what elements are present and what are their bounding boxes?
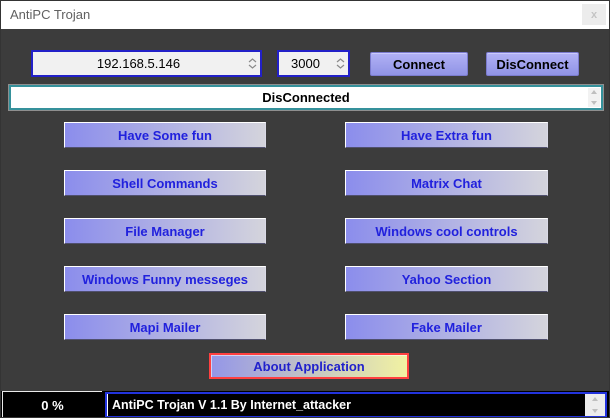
port-input[interactable]	[279, 52, 332, 75]
version-info-text: AntiPC Trojan V 1.1 By Internet_attacker	[112, 398, 351, 412]
chevron-down-icon[interactable]	[248, 64, 257, 69]
button-windows-funny-messeges[interactable]: Windows Funny messeges	[64, 266, 266, 292]
button-mapi-mailer[interactable]: Mapi Mailer	[64, 314, 266, 340]
port-field[interactable]	[277, 50, 350, 77]
scroll-up-icon[interactable]	[592, 397, 598, 401]
button-windows-cool-controls[interactable]: Windows cool controls	[345, 218, 548, 244]
ip-spinner[interactable]	[244, 52, 260, 75]
ip-address-field[interactable]	[31, 50, 262, 77]
scroll-up-icon[interactable]	[591, 90, 597, 94]
scroll-down-icon[interactable]	[591, 101, 597, 105]
progress-percent-label: 0 %	[41, 398, 64, 413]
connection-status-text: DisConnected	[262, 90, 350, 105]
version-info-box: AntiPC Trojan V 1.1 By Internet_attacker	[105, 392, 607, 417]
info-scrollbar[interactable]	[585, 394, 605, 416]
ip-address-input[interactable]	[33, 52, 244, 75]
button-fake-mailer[interactable]: Fake Mailer	[345, 314, 548, 340]
progress-percent: 0 %	[2, 391, 102, 417]
button-have-some-fun[interactable]: Have Some fun	[64, 122, 266, 148]
window-title: AntiPC Trojan	[10, 7, 91, 22]
close-button[interactable]: x	[582, 4, 606, 25]
button-file-manager[interactable]: File Manager	[64, 218, 266, 244]
scroll-down-icon[interactable]	[592, 409, 598, 413]
button-yahoo-section[interactable]: Yahoo Section	[345, 266, 548, 292]
button-have-extra-fun[interactable]: Have Extra fun	[345, 122, 548, 148]
about-application-button[interactable]: About Application	[209, 353, 409, 379]
chevron-up-icon[interactable]	[248, 58, 257, 63]
connection-status-display: DisConnected	[8, 84, 604, 111]
chevron-up-icon[interactable]	[336, 58, 345, 63]
feature-button-grid: Have Some fun Have Extra fun Shell Comma…	[64, 122, 548, 340]
close-icon: x	[590, 8, 598, 21]
title-bar: AntiPC Trojan x	[1, 1, 609, 29]
button-shell-commands[interactable]: Shell Commands	[64, 170, 266, 196]
chevron-down-icon[interactable]	[336, 64, 345, 69]
connect-button[interactable]: Connect	[370, 52, 468, 76]
status-scrollbar[interactable]	[588, 88, 600, 107]
button-matrix-chat[interactable]: Matrix Chat	[345, 170, 548, 196]
port-spinner[interactable]	[332, 52, 348, 75]
status-bar: 0 % AntiPC Trojan V 1.1 By Internet_atta…	[1, 391, 609, 417]
disconnect-button[interactable]: DisConnect	[486, 52, 579, 76]
